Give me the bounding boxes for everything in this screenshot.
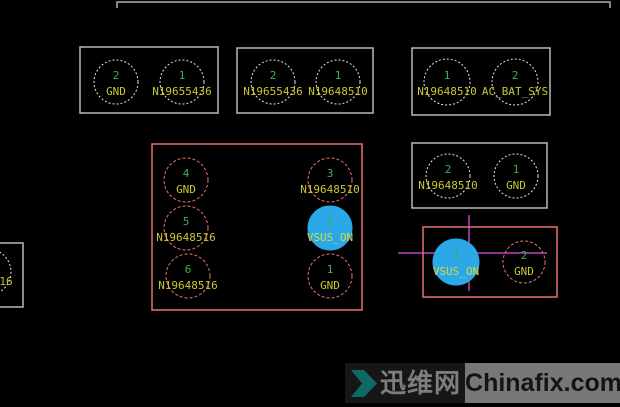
pad-net-label: GND [320, 279, 340, 292]
pad-circle[interactable] [0, 249, 12, 295]
watermark-chinese-name: 迅维网 [380, 368, 462, 398]
pad-number: 2 [512, 69, 519, 82]
pad-number: 6 [185, 263, 192, 276]
pad-circle[interactable] [315, 59, 361, 105]
pad-net-label: GND [176, 183, 196, 196]
pad-net-label: N19655436 [152, 85, 212, 98]
footprint-top-right: 1 N19648510 2 AC_BAT_SYS [411, 47, 551, 116]
top-clipped-outline [116, 1, 611, 8]
watermark-left-panel: 迅维网 [345, 363, 466, 403]
pad-circle[interactable] [491, 58, 539, 106]
pad-number: 1 [513, 163, 520, 176]
footprint-left-edge-partial: 16 [0, 242, 24, 308]
pad-net-label: N19648516 [158, 279, 218, 292]
footprint-center-6pad: 4 GND 3 N19648510 5 N19648516 2 VSUS_ON … [151, 143, 363, 311]
pad-circle[interactable] [159, 59, 205, 105]
watermark-domain-text: Chinafix.com [465, 368, 620, 397]
pad-number: 1 [444, 69, 451, 82]
footprint-outline[interactable] [0, 242, 24, 308]
pad-net-label: GND [514, 265, 534, 278]
pad-number: 4 [183, 167, 190, 180]
pad-circle[interactable] [163, 205, 209, 251]
pad-net-label: N19648510 [300, 183, 360, 196]
footprint-outline[interactable] [411, 142, 548, 209]
pad-circle[interactable] [250, 59, 296, 105]
footprint-outline[interactable] [151, 143, 363, 311]
footprint-mid-right: 2 N19648510 1 GND [411, 142, 548, 209]
pad-circle[interactable] [163, 157, 209, 203]
pad-circle[interactable] [93, 59, 139, 105]
footprint-top-middle: 2 N19655436 1 N19648510 [236, 47, 374, 114]
pad-circle-highlighted[interactable] [307, 205, 353, 251]
pad-number: 2 [521, 249, 528, 262]
pad-number: 2 [270, 69, 277, 82]
pad-net-label: N19648516 [156, 231, 216, 244]
pad-number: 2 [113, 69, 120, 82]
pad-net-label: GND [506, 179, 526, 192]
pad-number: 1 [335, 69, 342, 82]
pad-number: 3 [327, 167, 334, 180]
pad-net-label: AC_BAT_SYS [482, 85, 548, 98]
footprint-outline[interactable] [411, 47, 551, 116]
pad-number: 1 [179, 69, 186, 82]
pad-circle[interactable] [502, 240, 546, 284]
pad-net-label: 16 [0, 275, 13, 288]
watermark-banner: 迅维网 Chinafix.com [345, 363, 620, 403]
pad-net-label: N19648510 [417, 85, 477, 98]
pad-number: 5 [183, 215, 190, 228]
pad-circle[interactable] [423, 58, 471, 106]
watermark-domain-panel: Chinafix.com [465, 363, 620, 403]
chevron-logo-icon [351, 369, 377, 397]
footprint-top-left: 2 GND 1 N19655436 [79, 46, 219, 114]
pad-number: 1 [453, 249, 460, 262]
pad-number: 1 [327, 263, 334, 276]
footprint-outline[interactable] [236, 47, 374, 114]
pad-circle[interactable] [307, 253, 353, 299]
pad-circle-highlighted[interactable] [432, 238, 480, 286]
pad-circle[interactable] [307, 157, 353, 203]
footprint-outline[interactable] [79, 46, 219, 114]
footprint-outline[interactable] [422, 226, 558, 298]
pad-circle[interactable] [165, 253, 211, 299]
pad-net-label: GND [106, 85, 126, 98]
pad-net-label: VSUS_ON [307, 231, 353, 244]
pad-circle[interactable] [425, 153, 471, 199]
pad-net-label: N19648510 [418, 179, 478, 192]
pad-circle[interactable] [493, 153, 539, 199]
pad-number: 2 [445, 163, 452, 176]
pad-net-label: VSUS_ON [433, 265, 479, 278]
footprint-bottom-right: 1 VSUS_ON 2 GND [422, 226, 558, 298]
pad-net-label: N19648510 [308, 85, 368, 98]
pad-number: 2 [327, 215, 334, 228]
pad-net-label: N19655436 [243, 85, 303, 98]
